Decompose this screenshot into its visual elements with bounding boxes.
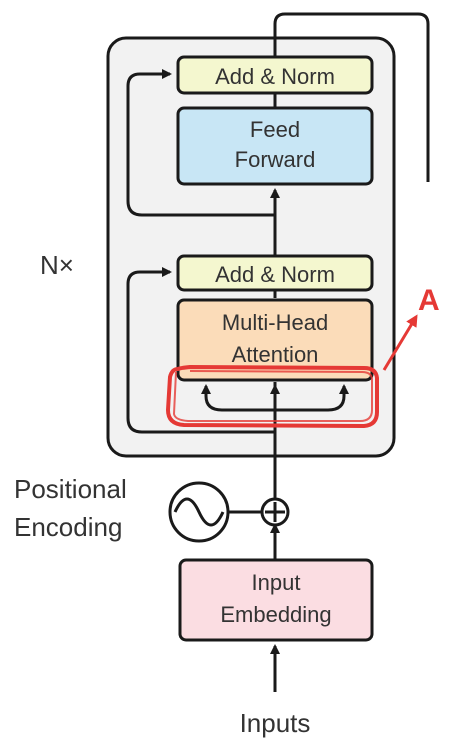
attention-branch-left [201,384,275,412]
add-norm-bottom-box [176,254,374,292]
input-embedding-box [178,558,374,642]
residual-attention [126,267,275,434]
residual-feed-forward [126,69,275,217]
multi-head-attention-label-line2: Attention [232,342,319,367]
encoder-output-line [273,12,430,182]
add-norm-top-box [176,55,374,95]
attention-branch-right [275,384,349,412]
add-norm-top-label: Add & Norm [215,64,335,89]
feed-forward-label-line1: Feed [250,117,300,142]
feed-forward-box [176,106,374,186]
sine-wave-circle-icon [168,481,230,543]
add-norm-bottom-label: Add & Norm [215,262,335,287]
input-embedding-label-line2: Embedding [220,602,331,627]
circled-plus-icon [260,497,290,527]
highlight-scribble-inner [172,370,373,422]
multi-head-attention-label-line1: Multi-Head [222,310,328,335]
feed-forward-label-line2: Forward [235,147,316,172]
positional-encoding-label-line1: Positional [14,474,127,504]
positional-encoding-label-line2: Encoding [14,512,122,542]
highlight-scribble [165,364,379,429]
inputs-label: Inputs [240,708,311,738]
annotation-label: A [418,284,440,317]
input-embedding-label-line1: Input [252,570,301,595]
encoder-block [106,36,396,458]
nx-label: N× [40,250,74,280]
multi-head-attention-box [176,298,374,382]
annotation-arrow [382,314,418,371]
